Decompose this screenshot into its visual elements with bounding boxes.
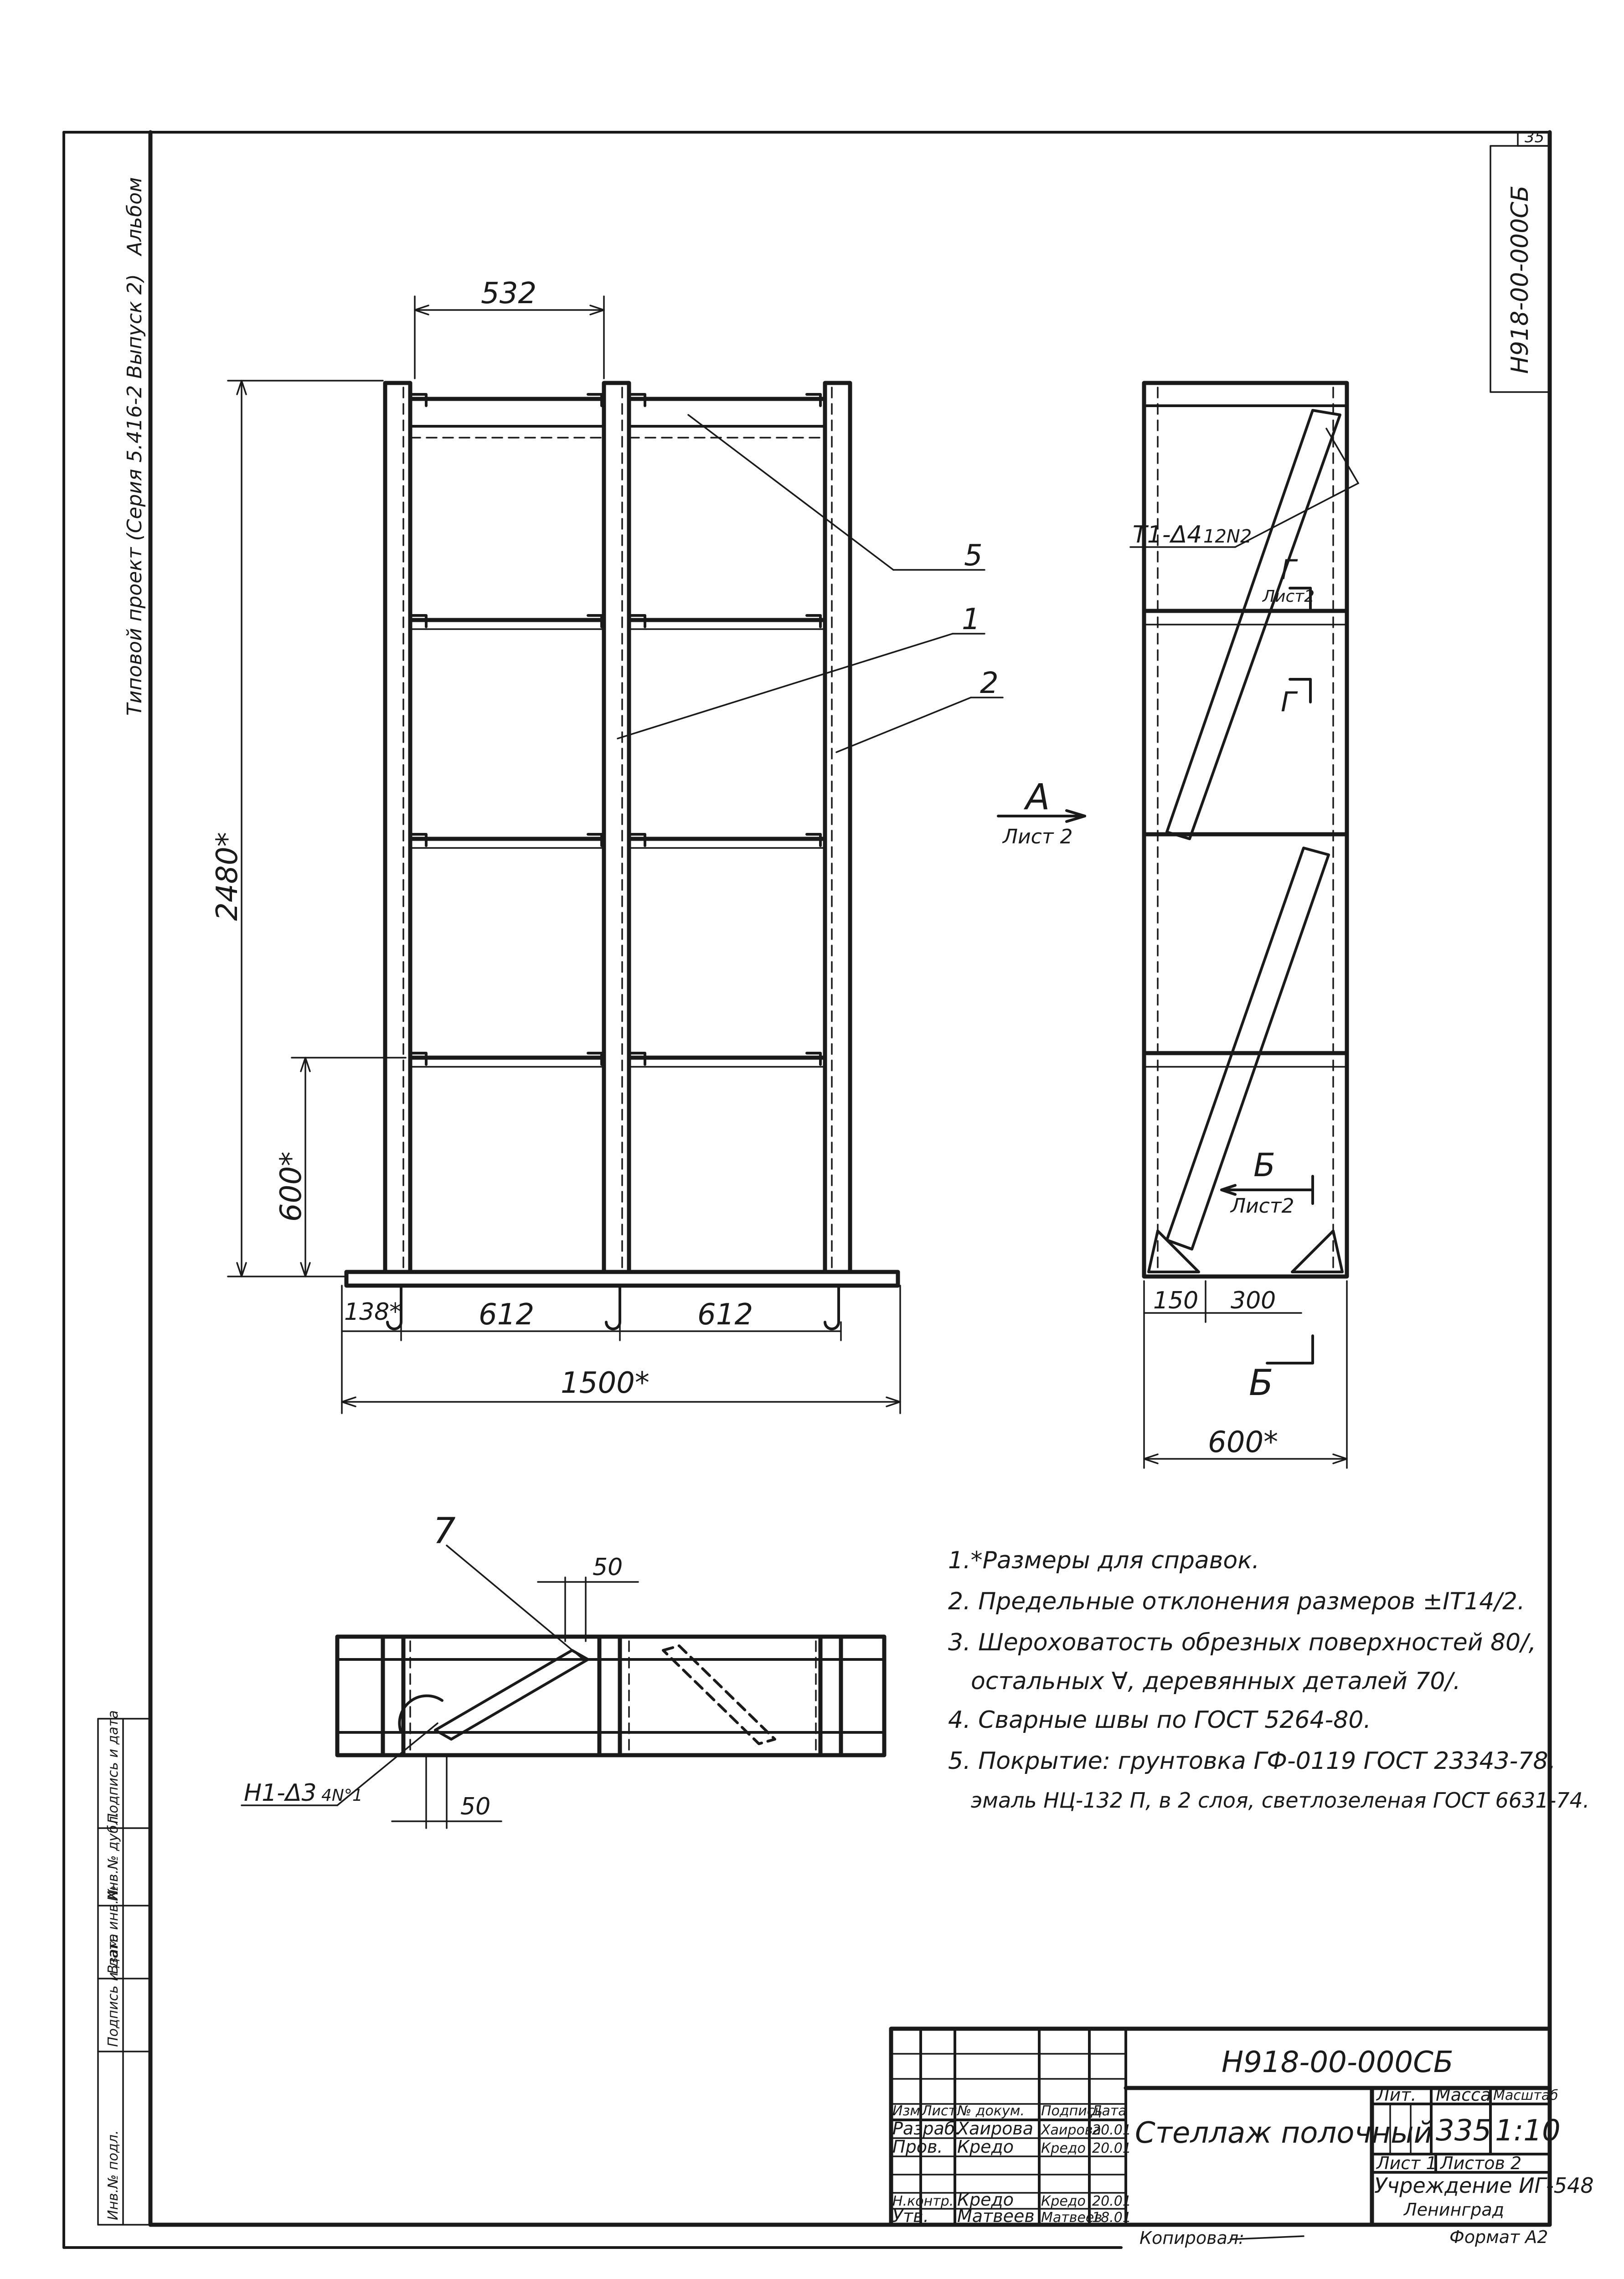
view-a-letter: А: [1023, 777, 1050, 818]
tb-prov-sign: Кредо: [1041, 2140, 1086, 2156]
title-block: [889, 2026, 1552, 2227]
tb-utv-role: Утв.: [892, 2206, 929, 2226]
side-weld-label: Т1-Δ4: [1133, 521, 1202, 548]
tb-copied: Копировал:: [1139, 2228, 1244, 2248]
tb-nkontr-date: 20.01: [1092, 2193, 1131, 2209]
sheet-corner-number: 35: [1525, 128, 1544, 146]
tb-title: Стеллаж полочный: [1135, 2116, 1433, 2150]
plan-view: [241, 1545, 887, 1829]
tb-hdr-scale: Масштаб: [1493, 2088, 1558, 2103]
tb-format: Формат А2: [1449, 2227, 1548, 2247]
section-b-sheet: Лист2: [1230, 1194, 1294, 1218]
tb-hdr-lit: Лит.: [1376, 2085, 1417, 2105]
tb-hdr-sign: Подпись: [1041, 2103, 1103, 2119]
plan-weld-qty: 4N°1: [321, 1786, 363, 1805]
dim-150: 150: [1153, 1287, 1198, 1314]
callout-5: 5: [964, 539, 983, 573]
notes-block: 1.*Размеры для справок. 2. Предельные от…: [948, 1547, 1589, 1813]
side-view: [1129, 381, 1359, 1469]
designation-vertical: Н918-00-000СБ: [1506, 186, 1534, 374]
note-4: 4. Сварные швы по ГОСТ 5264-80.: [948, 1706, 1371, 1734]
strip-cell-3: Взам. инв.№: [105, 1886, 121, 1974]
dim-600-lower: 600*: [274, 1152, 308, 1222]
side-weld-qty: 12N2: [1203, 526, 1252, 547]
view-arrow-a: [997, 809, 1086, 823]
note-3: 3. Шероховатость обрезных поверхностей 8…: [948, 1629, 1536, 1656]
tb-hdr-date: Дата: [1090, 2103, 1127, 2119]
section-b-bottom: Б: [1249, 1363, 1273, 1404]
dim-612-b: 612: [697, 1298, 753, 1332]
tb-hdr-izm: Изм: [892, 2103, 920, 2119]
tb-prov-name: Кредо: [957, 2137, 1014, 2157]
section-g-bottom: Г: [1281, 686, 1298, 718]
tb-razrab-role: Разраб.: [892, 2119, 960, 2139]
dim-300: 300: [1231, 1287, 1276, 1314]
dim-600-depth: 600*: [1208, 1426, 1278, 1459]
tb-org-1: Учреждение ИГ-548: [1374, 2173, 1594, 2198]
dim-138: 138*: [344, 1298, 401, 1326]
tb-sheets: Листов 2: [1439, 2153, 1521, 2173]
tb-nkontr-role: Н.контр.: [892, 2193, 954, 2209]
tb-designation: Н918-00-000СБ: [1222, 2046, 1454, 2079]
section-b-top: Б: [1253, 1147, 1275, 1184]
tb-hdr-doc: № докум.: [956, 2103, 1025, 2119]
tb-razrab-date: 20.01: [1092, 2122, 1131, 2138]
dim-50-top: 50: [593, 1554, 623, 1581]
left-strip: [97, 1718, 151, 2226]
dim-50-bottom: 50: [460, 1793, 490, 1820]
dim-532: 532: [481, 277, 536, 310]
note-5: 5. Покрытие: грунтовка ГФ-0119 ГОСТ 2334…: [948, 1747, 1556, 1775]
plan-weld-label: Н1-Δ3: [244, 1779, 317, 1807]
tb-org-2: Ленинград: [1403, 2200, 1504, 2220]
note-3-cont: остальных ∀, деревянных деталей 70/.: [971, 1668, 1461, 1695]
callout-7: 7: [433, 1511, 456, 1552]
front-view: [344, 381, 1004, 1330]
note-5-cont: эмаль НЦ-132 П, в 2 слоя, светлозеленая …: [971, 1788, 1589, 1813]
tb-hdr-mass: Масса: [1436, 2085, 1491, 2105]
section-g-sheet: Лист2: [1262, 587, 1315, 606]
series-label: Типовой проект (Серия 5.416-2 Выпуск 2): [123, 274, 146, 716]
tb-razrab-name: Хаирова: [956, 2119, 1033, 2139]
tb-prov-date: 20.01: [1092, 2140, 1131, 2156]
strip-cell-4: Инв.№ дубл.: [105, 1812, 121, 1901]
note-1: 1.*Размеры для справок.: [948, 1547, 1259, 1574]
callout-2: 2: [980, 667, 999, 700]
strip-cell-2: Подпись и дата: [105, 1934, 121, 2047]
note-2: 2. Предельные отклонения размеров ±IT14/…: [948, 1588, 1525, 1615]
strip-cell-5: Подпись и дата: [105, 1711, 121, 1824]
view-a-sheet: Лист 2: [1002, 825, 1072, 848]
front-dimensions: [227, 295, 901, 1414]
tb-razrab-sign: Хаирова: [1040, 2122, 1101, 2138]
tb-nkontr-name: Кредо: [957, 2190, 1014, 2210]
tb-sheet: Лист 1: [1376, 2153, 1437, 2173]
section-g-top: Г: [1281, 554, 1298, 586]
dim-1500: 1500*: [561, 1366, 650, 1400]
tb-utv-sign: Матвеев: [1041, 2210, 1102, 2226]
dim-2480: 2480*: [211, 832, 244, 921]
tb-utv-date: 18.01: [1092, 2210, 1131, 2226]
tb-mass: 335: [1436, 2114, 1491, 2148]
tb-nkontr-sign: Кредо: [1041, 2193, 1086, 2209]
callout-1: 1: [962, 603, 980, 636]
tb-utv-name: Матвеев: [957, 2206, 1035, 2226]
tb-scale: 1:10: [1495, 2114, 1561, 2148]
album-label: Альбом: [123, 177, 146, 257]
strip-cell-1: Инв.№ подл.: [105, 2130, 121, 2220]
dim-612-a: 612: [479, 1298, 534, 1332]
tb-hdr-list: Лист: [921, 2103, 957, 2119]
tb-prov-role: Пров.: [892, 2137, 943, 2157]
